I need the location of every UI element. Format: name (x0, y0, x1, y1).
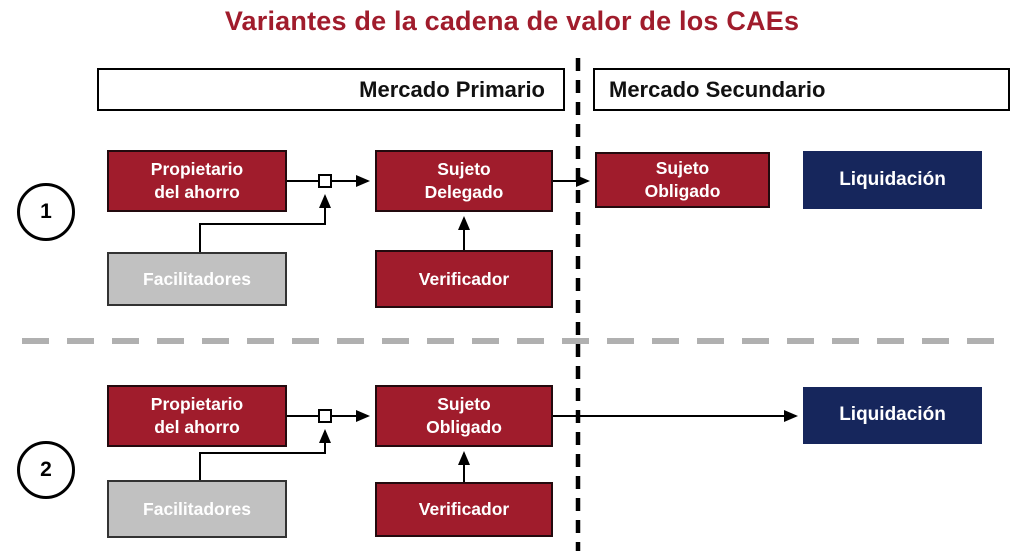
box-label-line: Facilitadores (143, 268, 251, 289)
box-label-line: Verificador (418, 499, 510, 520)
box-verificador-1: Verificador (375, 250, 553, 308)
box-label-line: Propietario (150, 394, 244, 415)
box-label-line: Sujeto (655, 158, 710, 179)
box-label-line: Liquidación (839, 168, 946, 190)
box-verificador-2: Verificador (375, 482, 553, 537)
variant-2-number-label: 2 (40, 458, 52, 481)
junction-square-2 (318, 409, 332, 423)
box-label-line: Obligado (426, 417, 502, 437)
box-sujeto-delegado-1: Sujeto Delegado (375, 150, 553, 212)
box-label-line: Delegado (424, 182, 504, 202)
box-facilitadores-2: Facilitadores (107, 480, 287, 538)
box-label-line: Sujeto (437, 394, 491, 415)
junction-square-1 (318, 174, 332, 188)
header-mercado-secundario: Mercado Secundario (593, 68, 1010, 111)
variant-1-number: 1 (17, 183, 75, 241)
arrow-facilitadores-junction-1 (199, 194, 331, 252)
box-propietario-del-ahorro-2: Propietario del ahorro (107, 385, 287, 447)
box-label-line: Facilitadores (143, 498, 251, 519)
box-label-line: Propietario (150, 159, 244, 180)
box-propietario-del-ahorro-1: Propietario del ahorro (107, 150, 287, 212)
box-label-line: Obligado (644, 181, 721, 201)
box-label-line: Liquidación (839, 404, 946, 426)
variant-1-number-label: 1 (40, 200, 52, 223)
box-facilitadores-1: Facilitadores (107, 252, 287, 306)
box-liquidacion-1: Liquidación (803, 151, 982, 209)
variant-2-number: 2 (17, 441, 75, 499)
page-title: Variantes de la cadena de valor de los C… (224, 6, 800, 36)
arrow-facilitadores-junction-2 (199, 429, 331, 480)
box-label-line: del ahorro (154, 182, 240, 202)
header-mercado-secundario-label: Mercado Secundario (609, 76, 826, 102)
box-sujeto-obligado-1: Sujeto Obligado (595, 152, 770, 208)
box-label-line: del ahorro (154, 417, 240, 437)
box-label-line: Verificador (418, 268, 510, 289)
header-mercado-primario-label: Mercado Primario (359, 76, 545, 102)
box-liquidacion-2: Liquidación (803, 387, 982, 444)
box-sujeto-obligado-2: Sujeto Obligado (375, 385, 553, 447)
box-label-line: Sujeto (437, 159, 491, 180)
header-mercado-primario: Mercado Primario (97, 68, 565, 111)
